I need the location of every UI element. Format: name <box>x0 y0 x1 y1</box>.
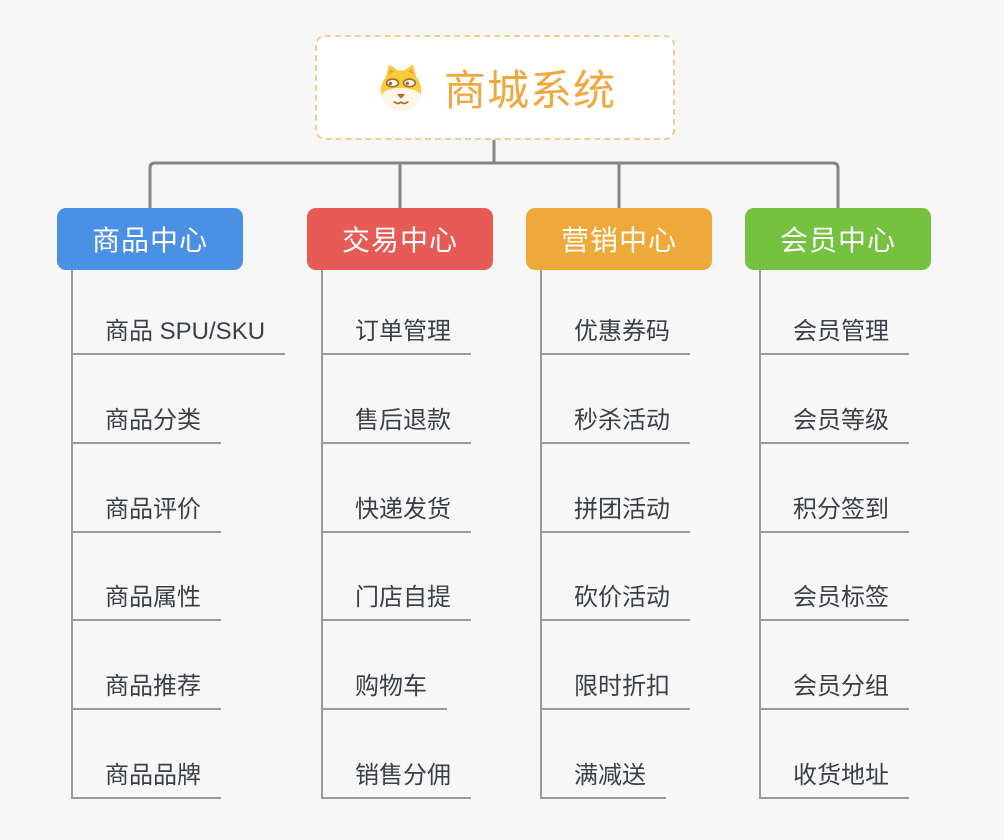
leaf-node[interactable]: 满减送 <box>540 755 666 799</box>
branch-node-3[interactable]: 营销中心 <box>526 208 712 270</box>
branch-label: 会员中心 <box>780 219 896 259</box>
leaf-node[interactable]: 会员管理 <box>759 311 909 355</box>
leaf-node[interactable]: 收货地址 <box>759 755 909 799</box>
branch-label: 商品中心 <box>92 219 208 259</box>
leaf-node[interactable]: 优惠券码 <box>540 311 690 355</box>
branch-node-1[interactable]: 商品中心 <box>57 208 243 270</box>
root-title: 商城系统 <box>444 57 616 118</box>
leaf-node[interactable]: 商品 SPU/SKU <box>71 311 285 355</box>
leaf-node[interactable]: 门店自提 <box>321 577 471 621</box>
leaf-node[interactable]: 商品属性 <box>71 577 221 621</box>
leaf-node[interactable]: 砍价活动 <box>540 577 690 621</box>
leaf-node[interactable]: 售后退款 <box>321 400 471 444</box>
leaf-node[interactable]: 商品品牌 <box>71 755 221 799</box>
root-node[interactable]: 商城系统 <box>315 35 675 140</box>
branch-node-4[interactable]: 会员中心 <box>745 208 931 270</box>
branch-label: 交易中心 <box>342 219 458 259</box>
leaf-node[interactable]: 会员等级 <box>759 400 909 444</box>
leaf-node[interactable]: 会员标签 <box>759 577 909 621</box>
leaf-node[interactable]: 秒杀活动 <box>540 400 690 444</box>
leaf-node[interactable]: 订单管理 <box>321 311 471 355</box>
branch-node-2[interactable]: 交易中心 <box>307 208 493 270</box>
leaf-node[interactable]: 限时折扣 <box>540 666 690 710</box>
leaf-node[interactable]: 商品评价 <box>71 489 221 533</box>
leaf-node[interactable]: 拼团活动 <box>540 489 690 533</box>
branch-label: 营销中心 <box>561 219 677 259</box>
leaf-node[interactable]: 销售分佣 <box>321 755 471 799</box>
leaf-node[interactable]: 积分签到 <box>759 489 909 533</box>
leaf-node[interactable]: 快递发货 <box>321 489 471 533</box>
dog-face-icon <box>374 63 428 113</box>
leaf-node[interactable]: 商品分类 <box>71 400 221 444</box>
leaf-node[interactable]: 商品推荐 <box>71 666 221 710</box>
leaf-node[interactable]: 会员分组 <box>759 666 909 710</box>
leaf-node[interactable]: 购物车 <box>321 666 447 710</box>
